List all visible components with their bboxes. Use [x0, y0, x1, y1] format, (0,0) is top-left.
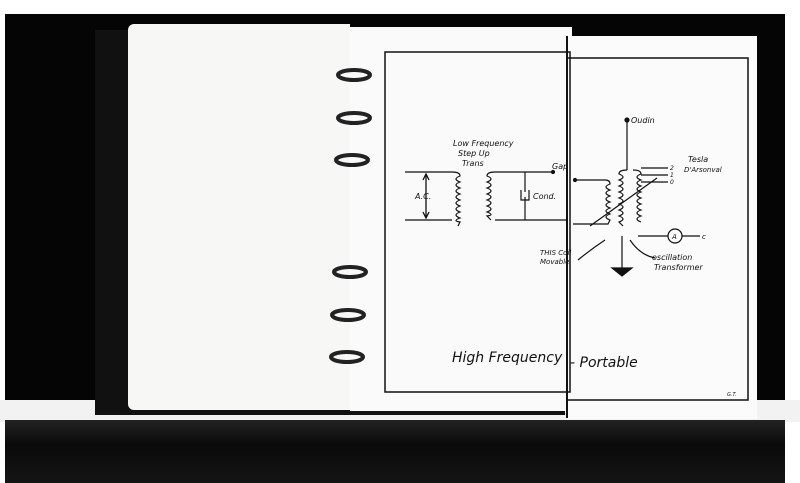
- tesla-label: Tesla: [688, 155, 708, 164]
- tap-2-label: 2: [670, 165, 674, 172]
- ring: [336, 68, 372, 82]
- trans-label: Trans: [462, 159, 484, 168]
- movable-coil: [572, 177, 612, 225]
- ac-input: [405, 171, 452, 221]
- overlay-diagram-page: [567, 36, 757, 419]
- oscillation-label: oscillation: [652, 253, 692, 262]
- tap-0-label: 0: [670, 179, 674, 186]
- ac-label: A.C.: [414, 192, 431, 201]
- movable-coil-label-2: Movable: [540, 258, 569, 266]
- ring: [330, 308, 366, 322]
- ring: [329, 350, 365, 364]
- ring: [334, 153, 370, 167]
- binder-rings: [329, 68, 372, 364]
- diagram-page: [350, 27, 572, 411]
- secondary-coil: [485, 171, 568, 221]
- cond-label: Cond.: [533, 192, 556, 201]
- ring: [336, 111, 372, 125]
- terminal-c-label: c: [702, 233, 706, 241]
- diagram-title-part1: High Frequency: [452, 350, 563, 366]
- oscillation-transformer-coils: [577, 117, 700, 277]
- tap-1-label: 1: [670, 172, 674, 179]
- table-surface: [5, 420, 785, 483]
- primary-coil: [451, 171, 462, 227]
- initials-label: G.T.: [727, 392, 737, 398]
- page-frame: [384, 51, 571, 393]
- transformer-label: Transformer: [654, 263, 703, 272]
- step-up-label: Step Up: [458, 149, 490, 158]
- darsonval-label: D'Arsonval: [684, 166, 722, 174]
- condenser-symbol: [520, 172, 530, 220]
- ring: [332, 265, 368, 279]
- diagram-title-part2: - Portable: [570, 355, 638, 371]
- gap-label: Gap: [552, 162, 568, 171]
- left-blank-page: [128, 24, 350, 410]
- movable-coil-label-1: THIS Coil: [540, 249, 571, 257]
- overlay-frame: [566, 57, 749, 401]
- low-frequency-label: Low Frequency: [453, 139, 514, 148]
- ammeter-label: A: [671, 233, 677, 241]
- oudin-label: Oudin: [631, 116, 655, 125]
